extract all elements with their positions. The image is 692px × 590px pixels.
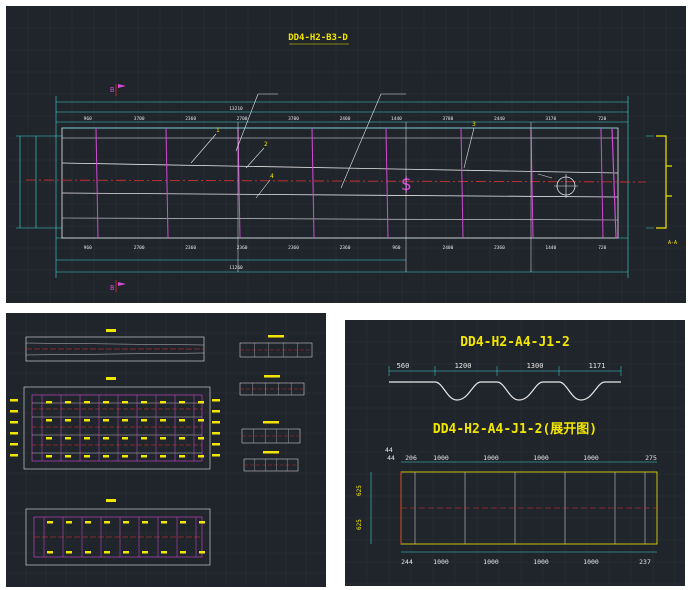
dim-label-bottom: 1440 — [545, 245, 556, 251]
dim-label-top: 3700 — [288, 116, 299, 122]
dim-label-bottom: 960 — [84, 245, 92, 251]
cad-panel-main[interactable]: DD4-H2-B3-D 1 2 4 — [6, 6, 686, 303]
svg-text:A-A: A-A — [668, 240, 677, 246]
unfold-dim-label: 244 — [401, 558, 413, 566]
cad-panel-views[interactable] — [6, 313, 326, 587]
svg-text:B: B — [110, 86, 114, 94]
dim-label-top: 3700 — [134, 116, 145, 122]
drawing-title: DD4-H2-B3-D — [288, 33, 348, 43]
dim-label-top: 2440 — [494, 116, 505, 122]
label-4: 4 — [270, 173, 274, 180]
dim-label-bottom: 2360 — [494, 245, 505, 251]
unfold-dim-label: 1000 — [433, 454, 449, 462]
dim-label-bottom: 2400 — [442, 245, 453, 251]
cad-panel-unfold[interactable]: DD4-H2-A4-J1-2 560 1200 1300 1171 DD4-H2-A4… — [345, 320, 685, 586]
label-1: 1 — [216, 127, 220, 134]
side-label-1: 625 — [356, 485, 363, 496]
label-3: 3 — [472, 121, 476, 128]
corner-label: 44 — [385, 446, 393, 454]
dim-label-top: 2360 — [185, 116, 196, 122]
dim-label-top: 960 — [84, 116, 92, 122]
dim-label-top: 1440 — [391, 116, 402, 122]
profile-title: DD4-H2-A4-J1-2 — [460, 335, 570, 350]
dim-label-bottom: 2360 — [237, 245, 248, 251]
unfold-dim-label: 44 — [387, 454, 395, 462]
dim-label-bottom: 2360 — [288, 245, 299, 251]
dim-label-bottom: 720 — [598, 245, 606, 251]
unfold-dim-label: 1000 — [483, 558, 499, 566]
cad-drawing-views — [6, 313, 326, 587]
unfold-dim-label: 1000 — [533, 454, 549, 462]
profile-dim-label: 1171 — [589, 362, 606, 370]
unfold-dim-label: 206 — [405, 454, 417, 462]
profile-dim-label: 1200 — [455, 362, 472, 370]
unfold-dim-label: 1000 — [533, 558, 549, 566]
dim-label-top: 2700 — [237, 116, 248, 122]
overall-dim-top: 13210 — [229, 106, 243, 112]
unfold-dim-label: 1000 — [583, 558, 599, 566]
dim-label-top: 2400 — [340, 116, 351, 122]
corrugated-profile — [389, 381, 621, 401]
dim-label-top: 3170 — [545, 116, 556, 122]
dim-label-bottom: 960 — [392, 245, 400, 251]
side-label-2: 625 — [356, 519, 363, 530]
overall-dim-bottom: 11260 — [229, 265, 243, 271]
profile-dim-label: 560 — [397, 362, 410, 370]
cad-drawing-unfold: DD4-H2-A4-J1-2 560 1200 1300 1171 DD4-H2-A4… — [345, 320, 685, 586]
label-2: 2 — [264, 141, 268, 148]
dim-label-bottom: 2360 — [185, 245, 196, 251]
unfold-dim-label: 275 — [645, 454, 657, 462]
unfold-dim-label: 1000 — [583, 454, 599, 462]
dim-label-bottom: 2360 — [340, 245, 351, 251]
svg-text:B: B — [110, 284, 114, 292]
unfold-title: DD4-H2-A4-J1-2(展开图) — [433, 422, 597, 437]
unfold-dim-label: 1000 — [483, 454, 499, 462]
profile-dim-label: 1300 — [527, 362, 544, 370]
dim-label-top: 3780 — [442, 116, 453, 122]
unfold-dim-label: 1000 — [433, 558, 449, 566]
dim-label-top: 720 — [598, 116, 606, 122]
dim-label-bottom: 2700 — [134, 245, 145, 251]
cad-drawing-main: DD4-H2-B3-D 1 2 4 — [6, 6, 686, 303]
unfold-dim-label: 237 — [639, 558, 651, 566]
